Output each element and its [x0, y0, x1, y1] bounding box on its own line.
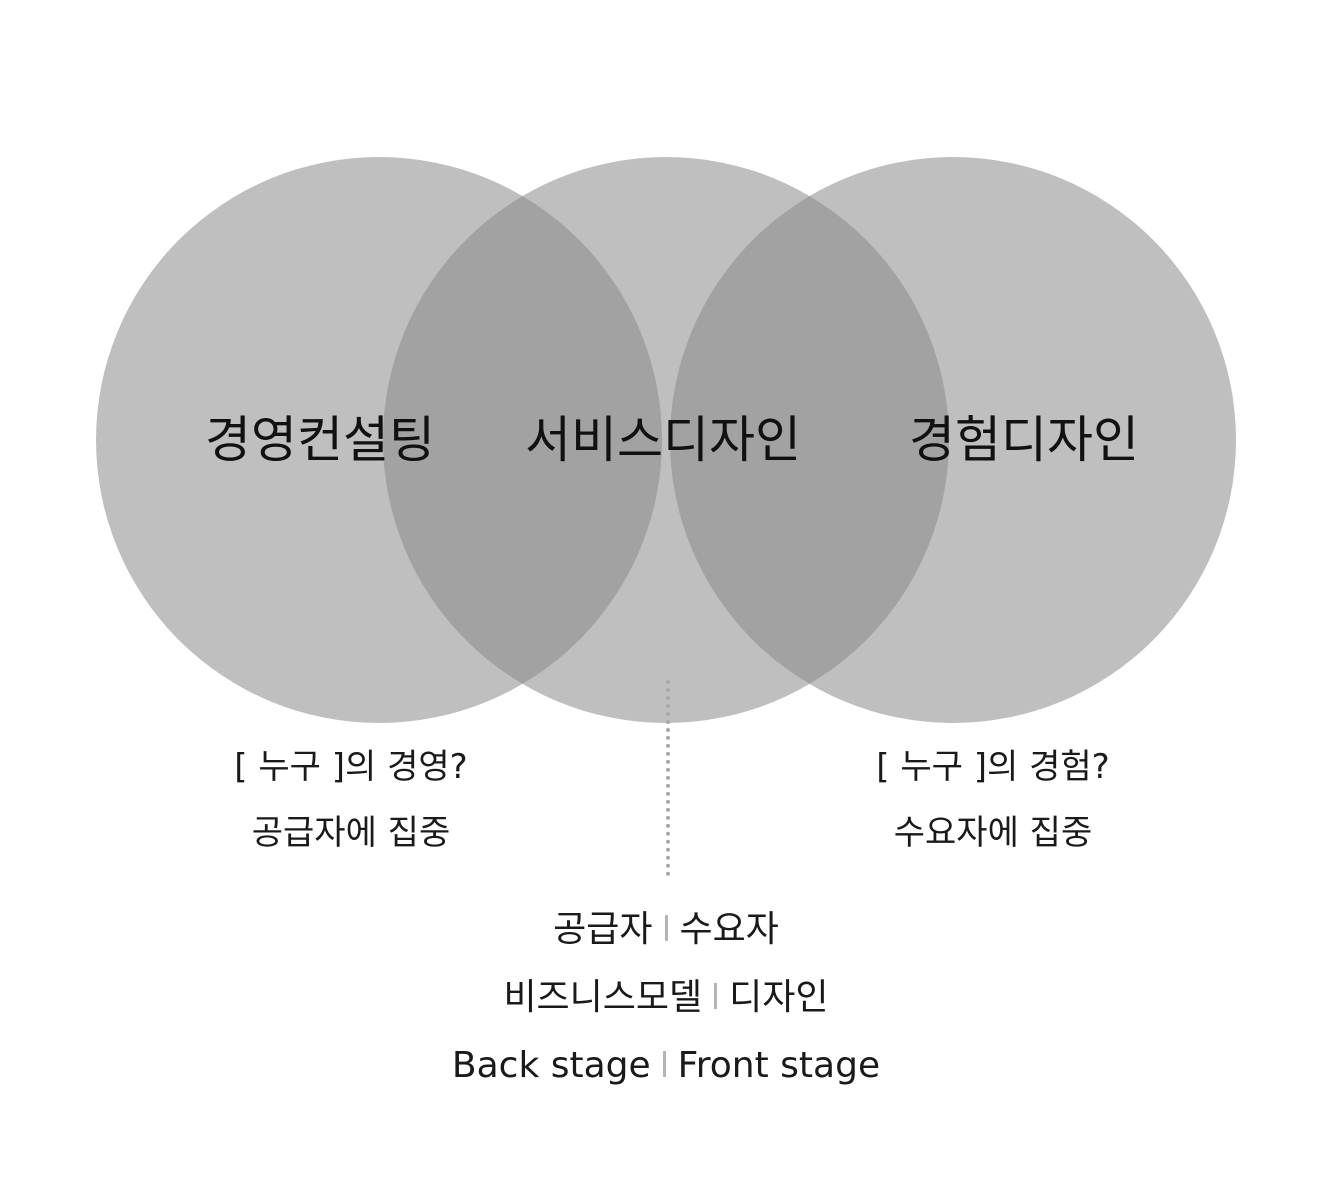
pair-left-text: Back stage — [451, 1045, 651, 1086]
note-left-question: [ 누구 ]의 경영? — [234, 747, 468, 787]
pair-separator — [664, 915, 668, 941]
center-pairs: 공급자 수요자 비즈니스모델 디자인 Back stage Front stage — [383, 896, 949, 1100]
pair-left-text: 비즈니스모델 — [503, 977, 703, 1018]
pair-right-text: 디자인 — [729, 977, 829, 1018]
pair-separator — [714, 983, 718, 1009]
center-divider — [666, 680, 670, 876]
pair-supplier-consumer: 공급자 수요자 — [383, 896, 949, 964]
note-right-focus: 수요자에 집중 — [893, 813, 1093, 853]
note-left: [ 누구 ]의 경영? 공급자에 집중 — [191, 734, 511, 866]
circle-experience-design — [670, 157, 1236, 723]
label-management-consulting: 경영컨설팅 — [205, 411, 435, 469]
label-service-design: 서비스디자인 — [525, 411, 801, 469]
label-experience-design: 경험디자인 — [909, 411, 1139, 469]
pair-business-design: 비즈니스모델 디자인 — [383, 964, 949, 1032]
pair-right-text: 수요자 — [679, 909, 779, 950]
pair-separator — [662, 1051, 666, 1077]
note-right-question: [ 누구 ]의 경험? — [876, 747, 1110, 787]
note-right: [ 누구 ]의 경험? 수요자에 집중 — [833, 734, 1153, 866]
pair-stage: Back stage Front stage — [383, 1032, 949, 1100]
note-left-focus: 공급자에 집중 — [251, 813, 451, 853]
pair-left-text: 공급자 — [553, 909, 653, 950]
pair-right-text: Front stage — [677, 1045, 881, 1086]
